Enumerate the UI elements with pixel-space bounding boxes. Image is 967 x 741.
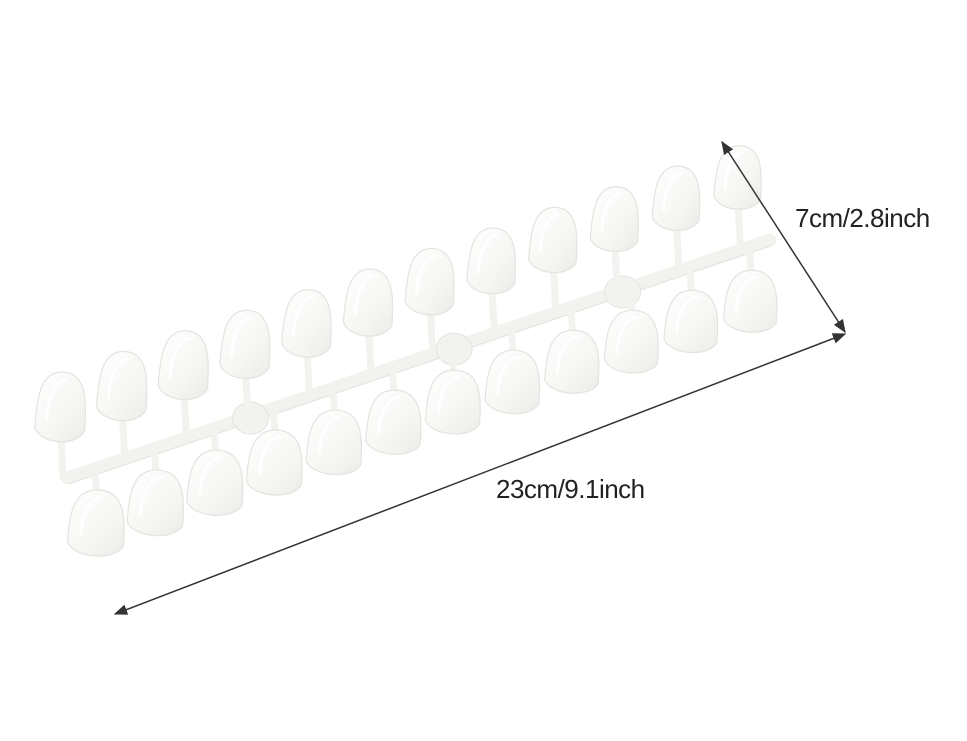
nail-tip bbox=[186, 449, 244, 516]
sprue-stem bbox=[180, 393, 190, 439]
sprue-stem bbox=[365, 331, 375, 377]
nail-tip bbox=[365, 389, 422, 455]
nail-tip bbox=[126, 469, 185, 537]
nail-tip bbox=[713, 145, 762, 210]
sprue-stem bbox=[550, 268, 560, 314]
width-dimension-label: 7cm/2.8inch bbox=[795, 203, 930, 233]
sprue-stem bbox=[673, 226, 683, 272]
nail-tip bbox=[723, 269, 778, 333]
sprue-stem bbox=[119, 414, 129, 460]
sprue-disc bbox=[604, 275, 642, 309]
nail-tip bbox=[66, 489, 125, 557]
sprue-stem bbox=[611, 247, 621, 293]
nail-tip bbox=[651, 165, 701, 231]
nail-tip bbox=[95, 350, 148, 422]
nail-tip bbox=[404, 247, 455, 316]
nail-tip bbox=[281, 289, 332, 358]
nail-tip bbox=[342, 268, 394, 337]
width-dimension-arrow bbox=[721, 140, 846, 334]
length-dimension-arrow bbox=[113, 333, 847, 615]
sprue-stem bbox=[734, 205, 744, 251]
sprue-stem bbox=[745, 243, 755, 277]
nail-tip bbox=[157, 330, 209, 401]
sprue-stem bbox=[242, 372, 252, 418]
nail-tip bbox=[484, 349, 541, 415]
nail-tip bbox=[305, 409, 363, 476]
length-dimension-label: 23cm/9.1inch bbox=[496, 474, 645, 504]
sprue-stem bbox=[626, 283, 636, 317]
sprue-stem bbox=[686, 263, 696, 297]
sprue-stem bbox=[427, 310, 437, 356]
nail-tip bbox=[603, 309, 659, 374]
nail-tip bbox=[663, 289, 719, 354]
sprue-stem bbox=[488, 289, 498, 335]
nail-tip bbox=[528, 206, 578, 274]
nail-tip bbox=[589, 186, 639, 253]
sprue-stem bbox=[303, 351, 313, 397]
nail-tip bbox=[544, 329, 600, 394]
nail-tip bbox=[34, 371, 87, 443]
nail-tip bbox=[245, 429, 303, 496]
sprue-stem bbox=[567, 304, 577, 338]
nail-tip bbox=[466, 227, 517, 295]
nail-tip bbox=[424, 369, 481, 435]
nail-tip bbox=[219, 309, 271, 379]
nail-tips-sheet bbox=[34, 145, 778, 557]
sprue-stem bbox=[57, 435, 67, 481]
